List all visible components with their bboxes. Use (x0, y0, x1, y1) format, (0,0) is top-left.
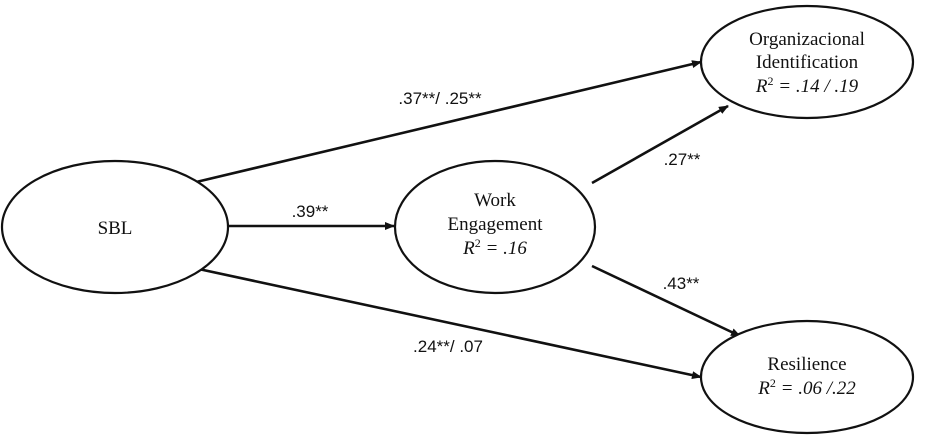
edge-label-we-to-org: .27** (664, 150, 701, 169)
edge-label-sbl-to-res: .24**/ .07 (413, 337, 483, 356)
node-sbl-label: SBL (98, 218, 133, 239)
node-sbl (0, 159, 230, 295)
edge-label-sbl-to-org: .37**/ .25** (398, 89, 482, 108)
node-org-identification (699, 4, 915, 120)
node-resilience-r2: R2 = .06 /.22 (757, 376, 856, 399)
node-org-identification-r2: R2 = .14 / .19 (755, 74, 859, 97)
edge-label-we-to-res: .43** (663, 274, 700, 293)
edge-work-engagement-to-resilience (591, 264, 741, 338)
node-resilience (699, 319, 915, 435)
edge-label-sbl-to-we: .39** (292, 202, 329, 221)
node-org-identification-line2: Identification (756, 52, 859, 73)
node-work-engagement-line1: Work (474, 190, 516, 211)
edge-sbl-to-org-identification (191, 60, 702, 185)
node-org-identification-line1: Organizacional (749, 29, 865, 50)
edge-sbl-to-resilience (193, 266, 702, 380)
node-work-engagement-line2: Engagement (448, 214, 544, 235)
edge-work-engagement-to-org-identification (591, 104, 729, 185)
node-work-engagement (393, 159, 597, 295)
node-resilience-line1: Resilience (767, 354, 846, 375)
node-work-engagement-r2: R2 = .16 (462, 236, 527, 259)
